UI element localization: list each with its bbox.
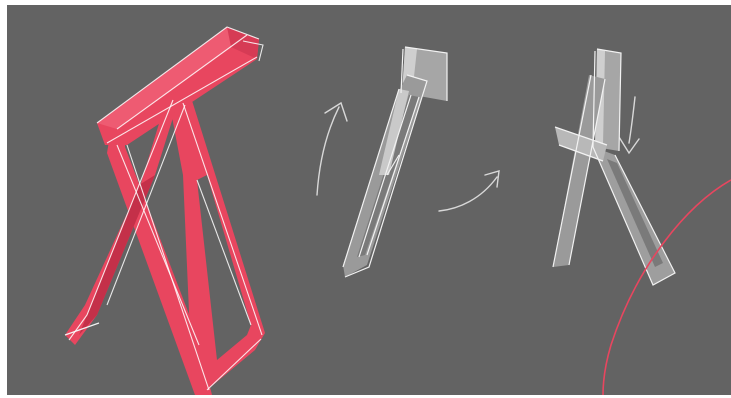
sketch-svg bbox=[7, 5, 731, 395]
sketch-canvas bbox=[7, 5, 731, 395]
